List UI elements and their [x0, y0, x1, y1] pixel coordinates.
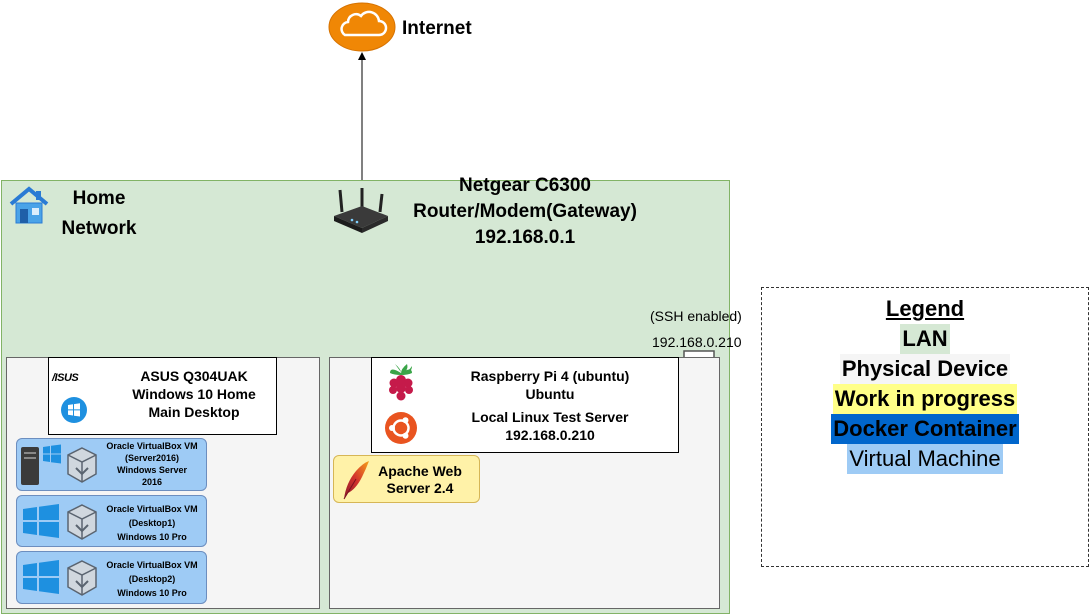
legend-lan: LAN [762, 324, 1088, 354]
windows-icon [60, 396, 88, 424]
legend-lan-label: LAN [900, 324, 950, 354]
vm-desktop2-label: Oracle VirtualBox VM (Desktop2) Windows … [100, 558, 204, 600]
legend-wip: Work in progress [762, 384, 1088, 414]
pi-label-bottom: Local Linux Test Server 192.168.0.210 [430, 408, 670, 444]
virtualbox-icon [66, 503, 98, 541]
router-type: Router/Modem(Gateway) [413, 201, 637, 222]
home-network-line2: Network [61, 218, 137, 239]
internet-label: Internet [402, 18, 472, 39]
pi-ip-note: 192.168.0.210 [652, 334, 742, 350]
apache-line1: Apache Web [378, 463, 462, 479]
pi-role: Local Linux Test Server [471, 409, 629, 425]
windows-logo-icon [22, 504, 60, 538]
virtualbox-icon [66, 446, 98, 484]
legend-title: Legend [885, 296, 965, 321]
home-network-title: Home Network [55, 184, 143, 244]
vm-os: Windows 10 Pro [117, 588, 187, 598]
router-label: Netgear C6300 Router/Modem(Gateway) 192.… [398, 173, 652, 251]
legend-docker-label: Docker Container [831, 414, 1019, 444]
router-ip: 192.168.0.1 [474, 227, 576, 248]
apache-feather-icon [338, 459, 372, 501]
legend-physical: Physical Device [762, 354, 1088, 384]
cloud-icon [328, 2, 396, 52]
vm-os: Windows 10 Pro [117, 532, 187, 542]
apache-line2: Server 2.4 [386, 480, 454, 496]
vm-product: Oracle VirtualBox VM [106, 560, 198, 570]
server-tower-icon [20, 446, 40, 486]
desktop-info-box [48, 357, 277, 435]
legend-vm-label: Virtual Machine [847, 444, 1003, 474]
vm-desktop1 [16, 495, 207, 547]
desktop-model: ASUS Q304UAK [140, 368, 248, 384]
windows-logo-icon [22, 560, 60, 594]
legend-wip-label: Work in progress [832, 384, 1018, 414]
ubuntu-icon [384, 411, 418, 445]
windows-logo-icon [42, 444, 62, 464]
legend-docker: Docker Container [762, 414, 1088, 444]
house-icon [8, 184, 50, 226]
vm-name: (Desktop1) [128, 518, 176, 528]
uplink-arrow [356, 50, 368, 190]
pi-os: Ubuntu [525, 386, 575, 402]
pi-model: Raspberry Pi 4 (ubuntu) [470, 368, 630, 384]
asus-logo: /ISUS [52, 372, 79, 384]
vm-os: Windows Server [117, 465, 187, 475]
legend-vm: Virtual Machine [762, 444, 1088, 474]
vm-os-version: 2016 [141, 477, 163, 487]
router-model: Netgear C6300 [458, 175, 592, 196]
home-network-line1: Home [72, 188, 126, 209]
vm-name: (Desktop2) [128, 574, 176, 584]
vm-product: Oracle VirtualBox VM [106, 504, 198, 514]
pi-ip: 192.168.0.210 [505, 427, 595, 443]
ssh-note: (SSH enabled) [650, 308, 742, 324]
vm-desktop2 [16, 551, 207, 604]
virtualbox-icon [66, 559, 98, 597]
vm-desktop1-label: Oracle VirtualBox VM (Desktop1) Windows … [100, 502, 204, 544]
router-icon [332, 186, 390, 234]
vm-name: (Server2016) [124, 453, 180, 463]
desktop-role: Main Desktop [148, 404, 240, 420]
pi-info-box [371, 357, 679, 453]
legend-physical-label: Physical Device [839, 354, 1011, 384]
desktop-os: Windows 10 Home [132, 386, 256, 402]
vm-product: Oracle VirtualBox VM [106, 441, 198, 451]
pi-label-top: Raspberry Pi 4 (ubuntu) Ubuntu [430, 367, 670, 403]
legend-box: Legend LAN Physical Device Work in progr… [761, 287, 1089, 567]
desktop-label: ASUS Q304UAK Windows 10 Home Main Deskto… [118, 367, 270, 421]
vm-server2016-label: Oracle VirtualBox VM (Server2016) Window… [100, 440, 204, 488]
raspberry-pi-icon [385, 361, 417, 401]
apache-label: Apache Web Server 2.4 [374, 463, 466, 497]
